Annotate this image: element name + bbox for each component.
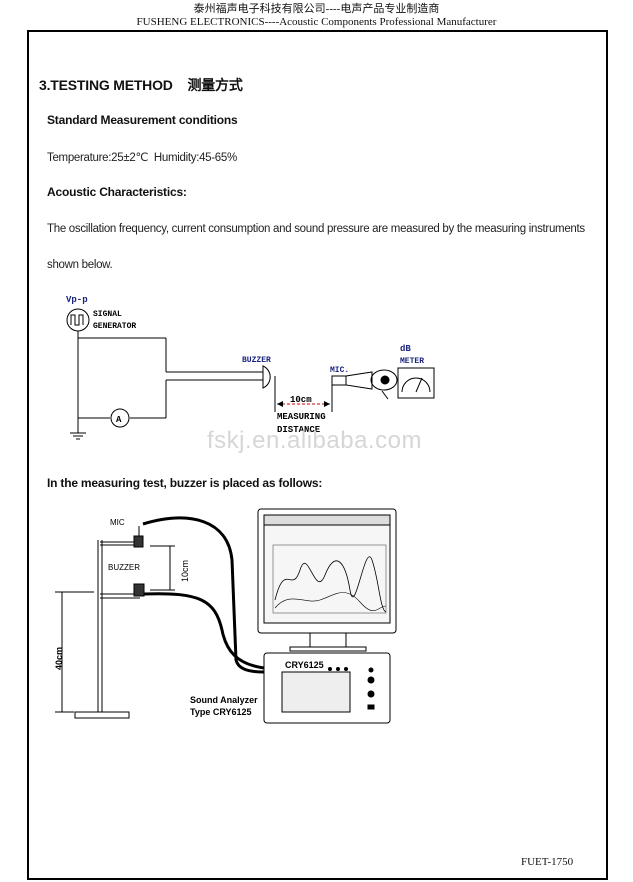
document-number: FUET-1750: [521, 856, 574, 868]
acoustic-title: Acoustic Characteristics:: [47, 185, 187, 199]
buzzer-setup-label: BUZZER: [108, 563, 140, 572]
vpp-label: Vp-p: [66, 295, 88, 305]
analyzer-name-line1: Sound Analyzer: [190, 695, 258, 705]
distance-label: DISTANCE: [277, 425, 321, 435]
setup-title: In the measuring test, buzzer is placed …: [47, 476, 323, 490]
ten-cm-label: 10cm: [180, 560, 190, 582]
watermark: fskj.en.alibaba.com: [207, 427, 422, 454]
sound-analyzer-icon: [263, 652, 391, 724]
square-wave-icon: [70, 314, 84, 326]
signal-label: SIGNAL: [93, 310, 122, 319]
conditions-text: Temperature:25±2℃ Humidity:45-65%: [47, 152, 237, 164]
header-company-en: FUSHENG ELECTRONICS----Acoustic Componen…: [136, 16, 497, 28]
distance-value-label: 10cm: [290, 395, 312, 405]
section-title: 3.TESTING METHOD 测量方式: [39, 77, 243, 93]
measuring-label: MEASURING: [277, 412, 326, 422]
acoustic-paragraph-line1: The oscillation frequency, current consu…: [47, 223, 585, 235]
mic-label: MIC.: [330, 366, 349, 375]
mic-setup-label: MIC: [110, 518, 125, 527]
generator-label: GENERATOR: [93, 322, 136, 331]
analyzer-name-line2: Type CRY6125: [190, 707, 252, 717]
analyzer-model-label: CRY6125: [285, 660, 324, 670]
db-label: dB: [400, 344, 411, 354]
buzzer-label: BUZZER: [242, 356, 271, 365]
ammeter-icon: [110, 408, 130, 428]
meter-label: METER: [400, 357, 424, 366]
page-frame: [27, 30, 608, 880]
keyboard-icon: [281, 671, 351, 713]
stand-base: [74, 711, 130, 719]
standard-conditions-title: Standard Measurement conditions: [47, 113, 238, 127]
ammeter-label: A: [116, 415, 122, 425]
buzzer-icon: [262, 365, 271, 389]
acoustic-paragraph-line2: shown below.: [47, 259, 113, 271]
db-meter-icon: [397, 367, 435, 399]
buzzer-holder-icon: [133, 583, 145, 597]
mic-holder-icon: [133, 535, 144, 548]
header-company-cn: 泰州福声电子科技有限公司----电声产品专业制造商: [193, 3, 440, 15]
forty-cm-label: 40cm: [54, 647, 64, 670]
